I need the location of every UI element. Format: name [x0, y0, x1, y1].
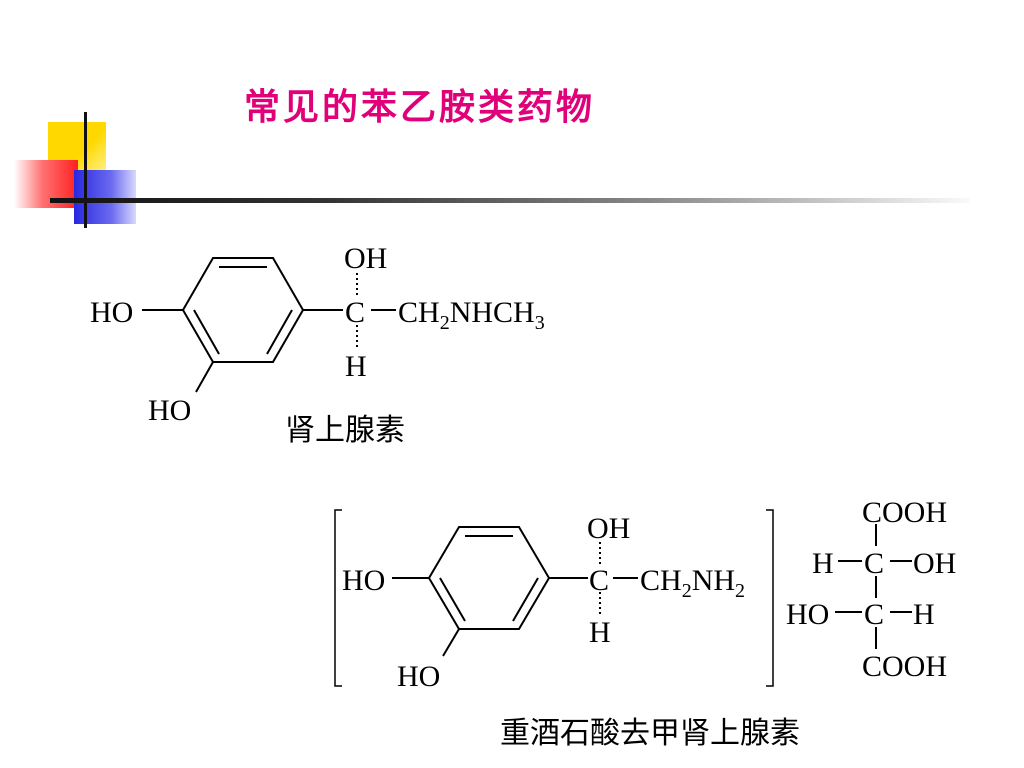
h-label: H: [345, 350, 367, 383]
cooh-bottom-label: COOH: [862, 650, 947, 683]
ho-label-meta: HO: [148, 394, 191, 427]
carbon-label: C: [589, 564, 609, 597]
oh-label: OH: [587, 512, 630, 545]
h-left-label: H: [812, 547, 834, 580]
h-label: H: [589, 616, 611, 649]
benzene-ring: [427, 526, 551, 630]
compound-name-adrenaline: 肾上腺素: [285, 413, 405, 448]
tartaric-acid-bonds: [835, 524, 912, 649]
side-chain-formula: CH2NHCH3: [398, 296, 545, 334]
ho-label-para: HO: [342, 564, 385, 597]
salt-brackets: [334, 509, 774, 687]
oh-label: OH: [344, 242, 387, 275]
side-chain-formula: CH2NH2: [640, 564, 745, 602]
h-right-label: H: [913, 598, 935, 631]
noradrenaline-bonds: [392, 577, 638, 657]
ho-label-meta: HO: [397, 660, 440, 693]
ho-label-para: HO: [90, 296, 133, 329]
carbon-label-1: C: [864, 547, 884, 580]
ho-left-label: HO: [786, 598, 829, 631]
decor-vertical-line: [84, 112, 87, 228]
adrenaline-bonds: [142, 309, 396, 393]
carbon-label: C: [345, 296, 365, 329]
compound-name-noradrenaline-bitartrate: 重酒石酸去甲肾上腺素: [500, 716, 800, 751]
carbon-label-2: C: [864, 598, 884, 631]
decor-horizontal-rule: [50, 198, 970, 203]
oh-right-label: OH: [913, 547, 956, 580]
cooh-top-label: COOH: [862, 496, 947, 529]
slide-title: 常见的苯乙胺类药物: [244, 87, 596, 128]
